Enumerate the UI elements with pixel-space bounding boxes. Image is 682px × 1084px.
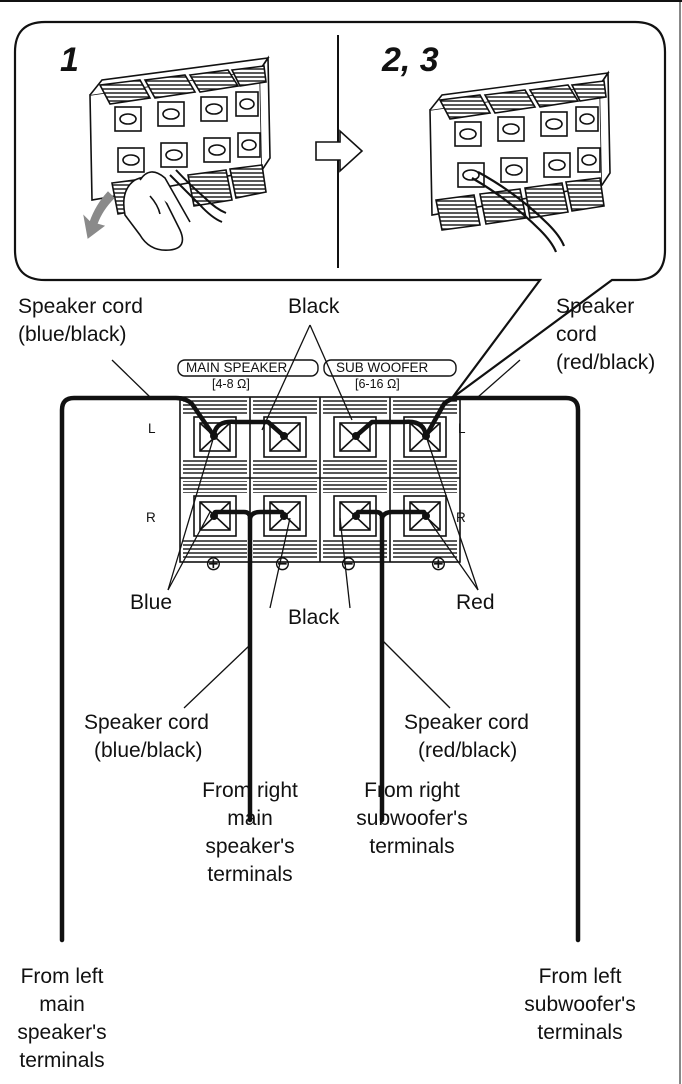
- from-left-sub-line3: terminals: [537, 1021, 623, 1044]
- minus-symbol-main: ⊖: [274, 553, 291, 575]
- from-right-sub-line3: terminals: [369, 835, 455, 858]
- step1-terminal-block: [89, 55, 271, 215]
- push-arrow-icon: [83, 191, 115, 239]
- red-label: Red: [456, 591, 495, 614]
- left-channel-label-sub: L: [458, 421, 466, 436]
- step1-cord-2: [175, 169, 227, 214]
- step23-terminal-block: [429, 70, 611, 231]
- sub-woofer-frame: [323, 359, 457, 377]
- from-left-main-line2: main: [39, 993, 85, 1016]
- sub-woofer-label: SUB WOOFER: [336, 360, 429, 375]
- from-right-main-line1: From right: [202, 779, 298, 802]
- step1-cord: [169, 174, 223, 223]
- step-2-3-label: 2, 3: [382, 41, 439, 79]
- cord-red-black-top-line1: Speaker: [556, 295, 635, 318]
- from-right-main-line4: terminals: [207, 863, 293, 886]
- cord-red-black-top-line2: cord: [556, 323, 597, 346]
- cord-blue-black-bottom-line1: Speaker cord: [84, 711, 209, 734]
- cord-red-black-bottom-line2: (red/black): [418, 739, 518, 762]
- main-speaker-label: MAIN SPEAKER: [186, 360, 288, 375]
- from-right-main-line3: speaker's: [205, 835, 295, 858]
- from-right-sub-line2: subwoofer's: [356, 807, 468, 830]
- left-channel-label-main: L: [148, 421, 156, 436]
- leader-lines: [111, 324, 521, 709]
- black-bottom-label: Black: [288, 606, 340, 629]
- sub-impedance-label: [6-16 Ω]: [355, 377, 400, 391]
- blue-label: Blue: [130, 591, 173, 614]
- from-left-main-line3: speaker's: [17, 1021, 107, 1044]
- right-channel-label-sub: R: [456, 510, 466, 525]
- cord-red-black-top-line3: (red/black): [556, 351, 656, 374]
- right-channel-label-main: R: [146, 510, 156, 525]
- main-impedance-label: [4-8 Ω]: [212, 377, 250, 391]
- main-speaker-frame: [177, 359, 319, 377]
- step23-cord-2: [477, 171, 566, 247]
- step-1-label: 1: [60, 41, 79, 79]
- hand-illustration: [122, 171, 191, 252]
- black-top-label: Black: [288, 295, 340, 318]
- cord-blue-black-top-line2: (blue/black): [18, 323, 127, 346]
- step-arrow-icon: [315, 129, 364, 173]
- from-right-main-line2: main: [227, 807, 273, 830]
- minus-symbol-sub: ⊖: [340, 553, 357, 575]
- plus-symbol-sub: ⊕: [430, 553, 447, 575]
- from-left-main-line1: From left: [20, 965, 104, 988]
- from-left-sub-line1: From left: [538, 965, 622, 988]
- from-left-main-line4: terminals: [19, 1049, 105, 1072]
- plus-symbol-main: ⊕: [205, 553, 222, 575]
- from-left-sub-line2: subwoofer's: [524, 993, 636, 1016]
- cord-blue-black-bottom-line2: (blue/black): [94, 739, 203, 762]
- step23-cord: [471, 177, 558, 253]
- cord-red-black-bottom-line1: Speaker cord: [404, 711, 529, 734]
- from-right-sub-line1: From right: [364, 779, 460, 802]
- cord-blue-black-top-line1: Speaker cord: [18, 295, 143, 318]
